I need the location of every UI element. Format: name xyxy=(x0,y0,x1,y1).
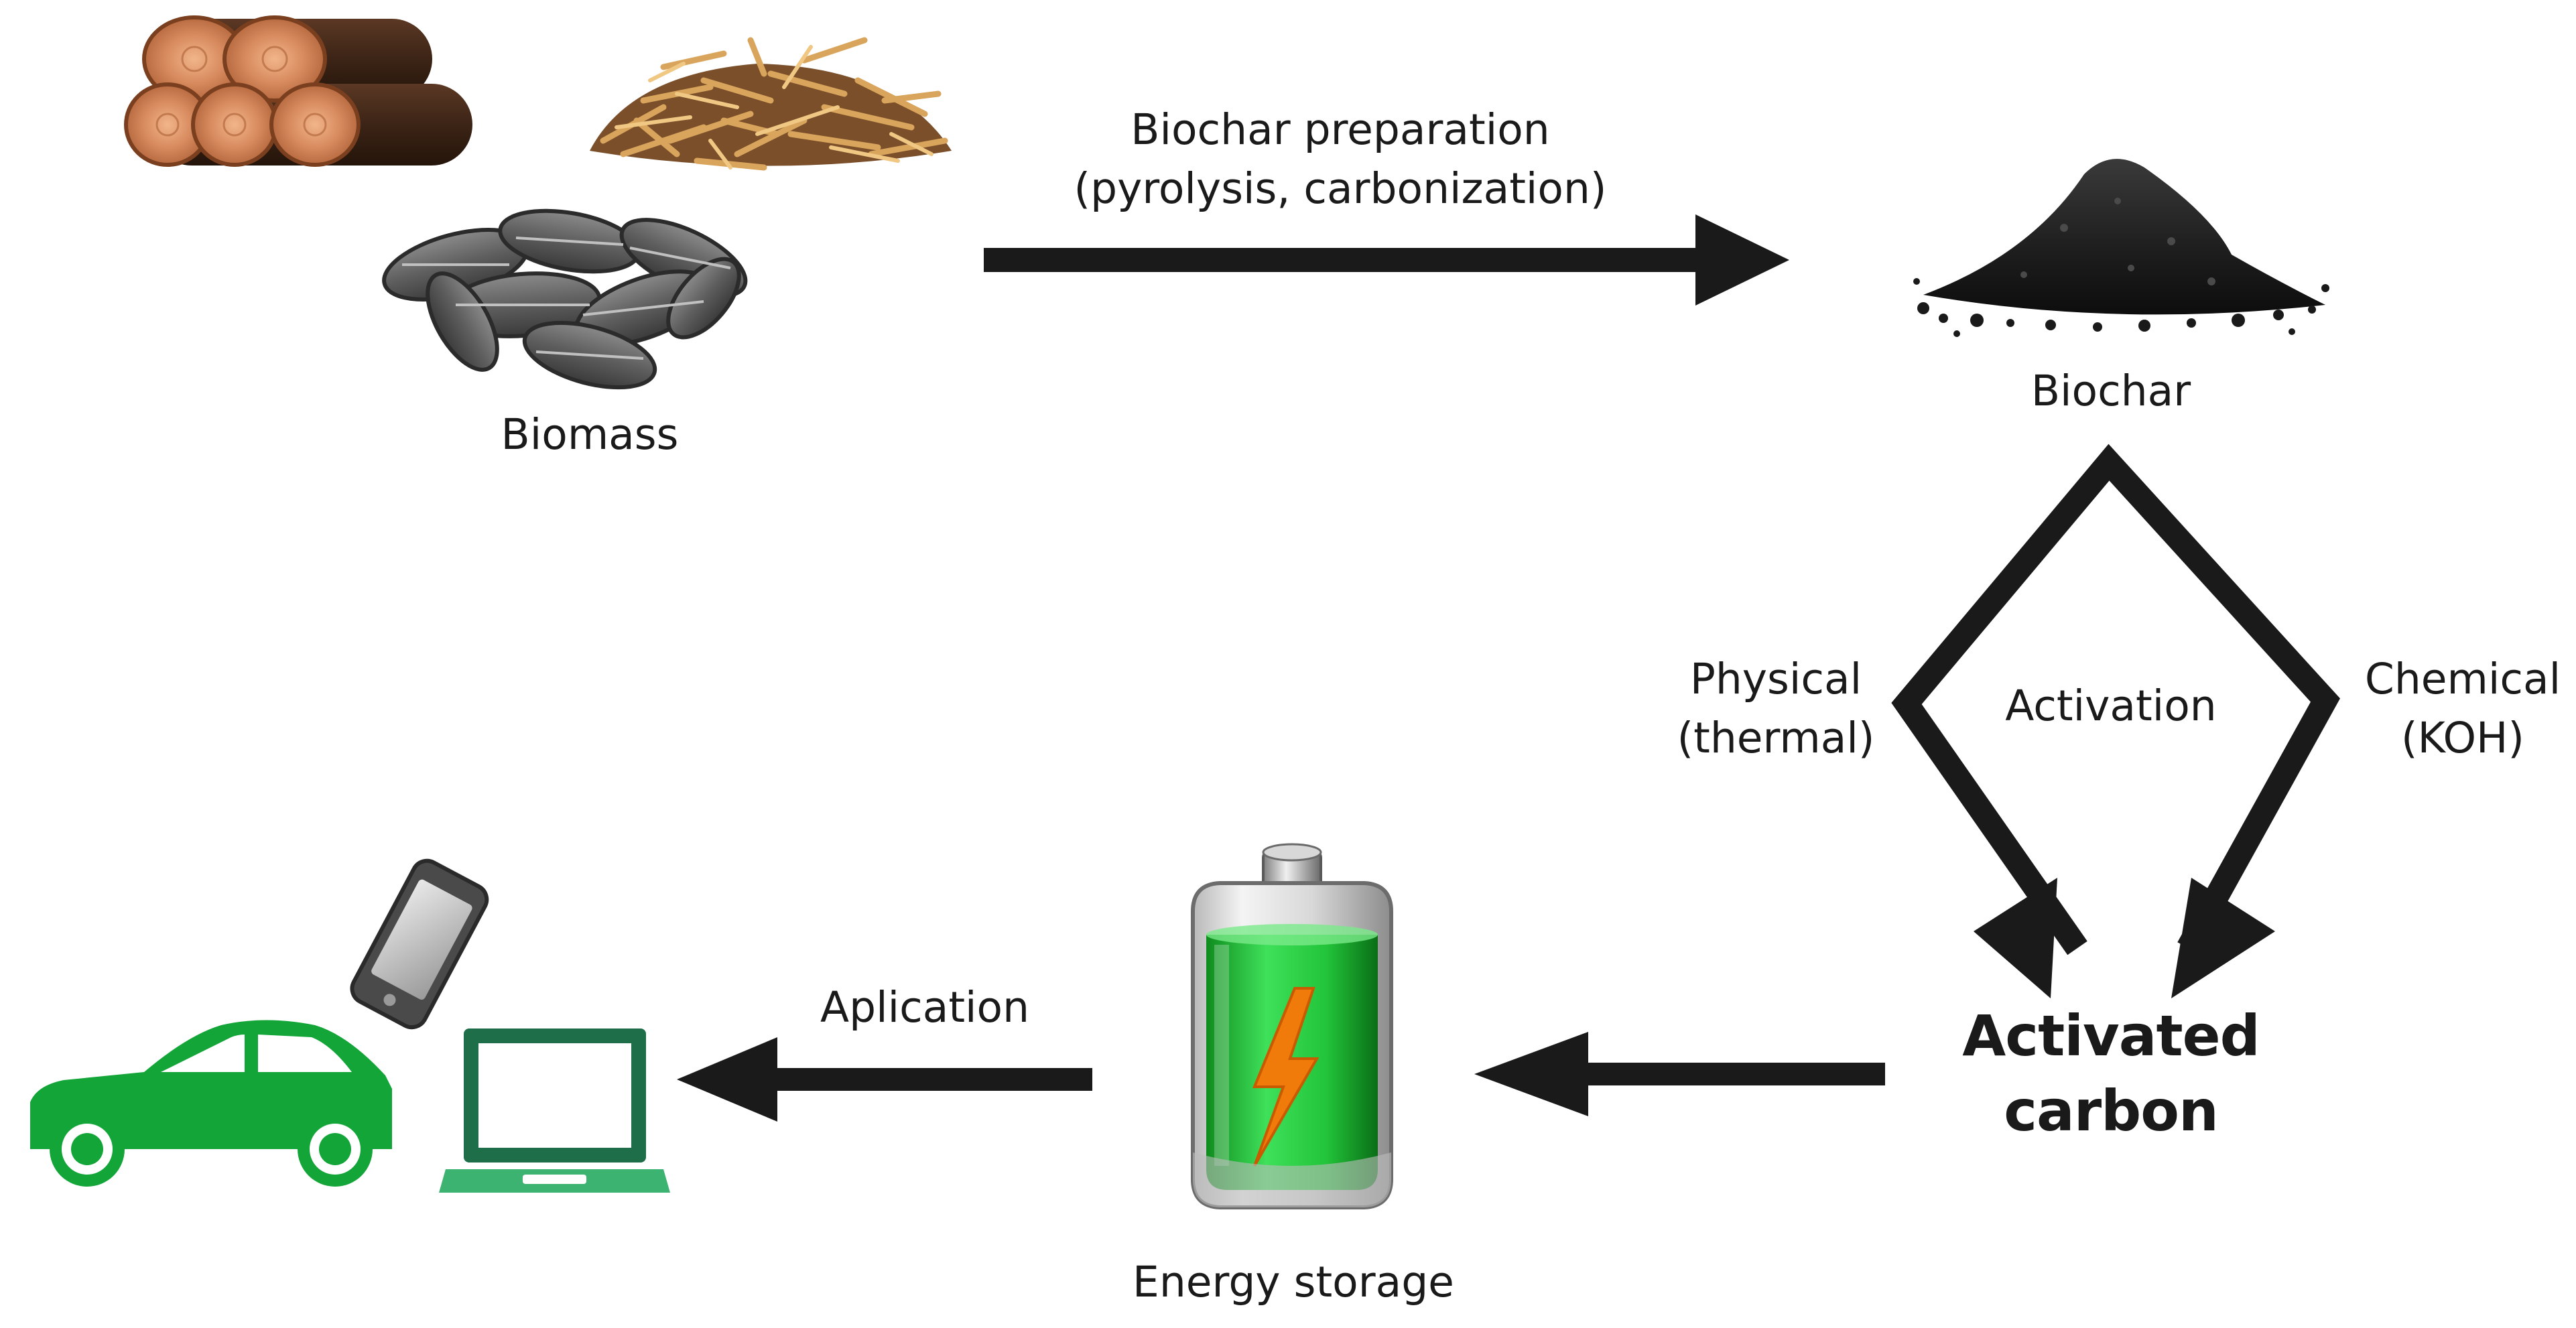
biochar-label: Biochar xyxy=(1997,362,2225,421)
activation-label-text: Activation xyxy=(2005,681,2217,730)
preparation-label: Biochar preparation (pyrolysis, carboniz… xyxy=(972,101,1709,218)
energy-storage-label: Energy storage xyxy=(1099,1253,1488,1312)
application-label: Aplication xyxy=(784,978,1066,1037)
activation-label: Activation xyxy=(1984,677,2238,736)
application-arrow xyxy=(677,1037,1092,1122)
smartphone-icon xyxy=(350,858,489,1030)
activated-carbon-label: Activated carbon xyxy=(1957,998,2265,1148)
chemical-label-line1: Chemical xyxy=(2364,655,2561,704)
physical-label: Physical (thermal) xyxy=(1649,650,1903,768)
battery-icon xyxy=(1191,843,1393,1209)
preparation-label-line1: Biochar preparation xyxy=(1131,105,1550,154)
lightning-bolt-icon xyxy=(1252,987,1319,1167)
application-label-text: Aplication xyxy=(820,983,1030,1032)
chemical-label: Chemical (KOH) xyxy=(2352,650,2573,768)
activated-carbon-line2: carbon xyxy=(2004,1078,2219,1144)
straw-pile-icon xyxy=(590,37,952,171)
preparation-arrow xyxy=(984,214,1789,306)
storage-arrow xyxy=(1474,1032,1885,1116)
physical-label-line2: (thermal) xyxy=(1677,714,1875,762)
preparation-label-line2: (pyrolysis, carbonization) xyxy=(1074,164,1607,213)
biomass-label-text: Biomass xyxy=(501,410,679,459)
physical-label-line1: Physical xyxy=(1689,655,1862,704)
biochar-label-text: Biochar xyxy=(2031,367,2191,415)
activation-pentagon-arrows xyxy=(1891,444,2341,955)
activation-arrowheads xyxy=(1974,878,2275,998)
biochar-pile-icon xyxy=(1913,159,2329,337)
sunflower-seeds-icon xyxy=(382,208,748,390)
energy-storage-label-text: Energy storage xyxy=(1133,1258,1454,1307)
wood-logs-icon xyxy=(124,15,472,167)
biomass-label: Biomass xyxy=(469,405,710,464)
activated-carbon-line1: Activated xyxy=(1962,1003,2260,1069)
chemical-label-line2: (KOH) xyxy=(2401,714,2524,762)
laptop-icon xyxy=(439,1028,670,1193)
car-icon xyxy=(30,1020,392,1187)
